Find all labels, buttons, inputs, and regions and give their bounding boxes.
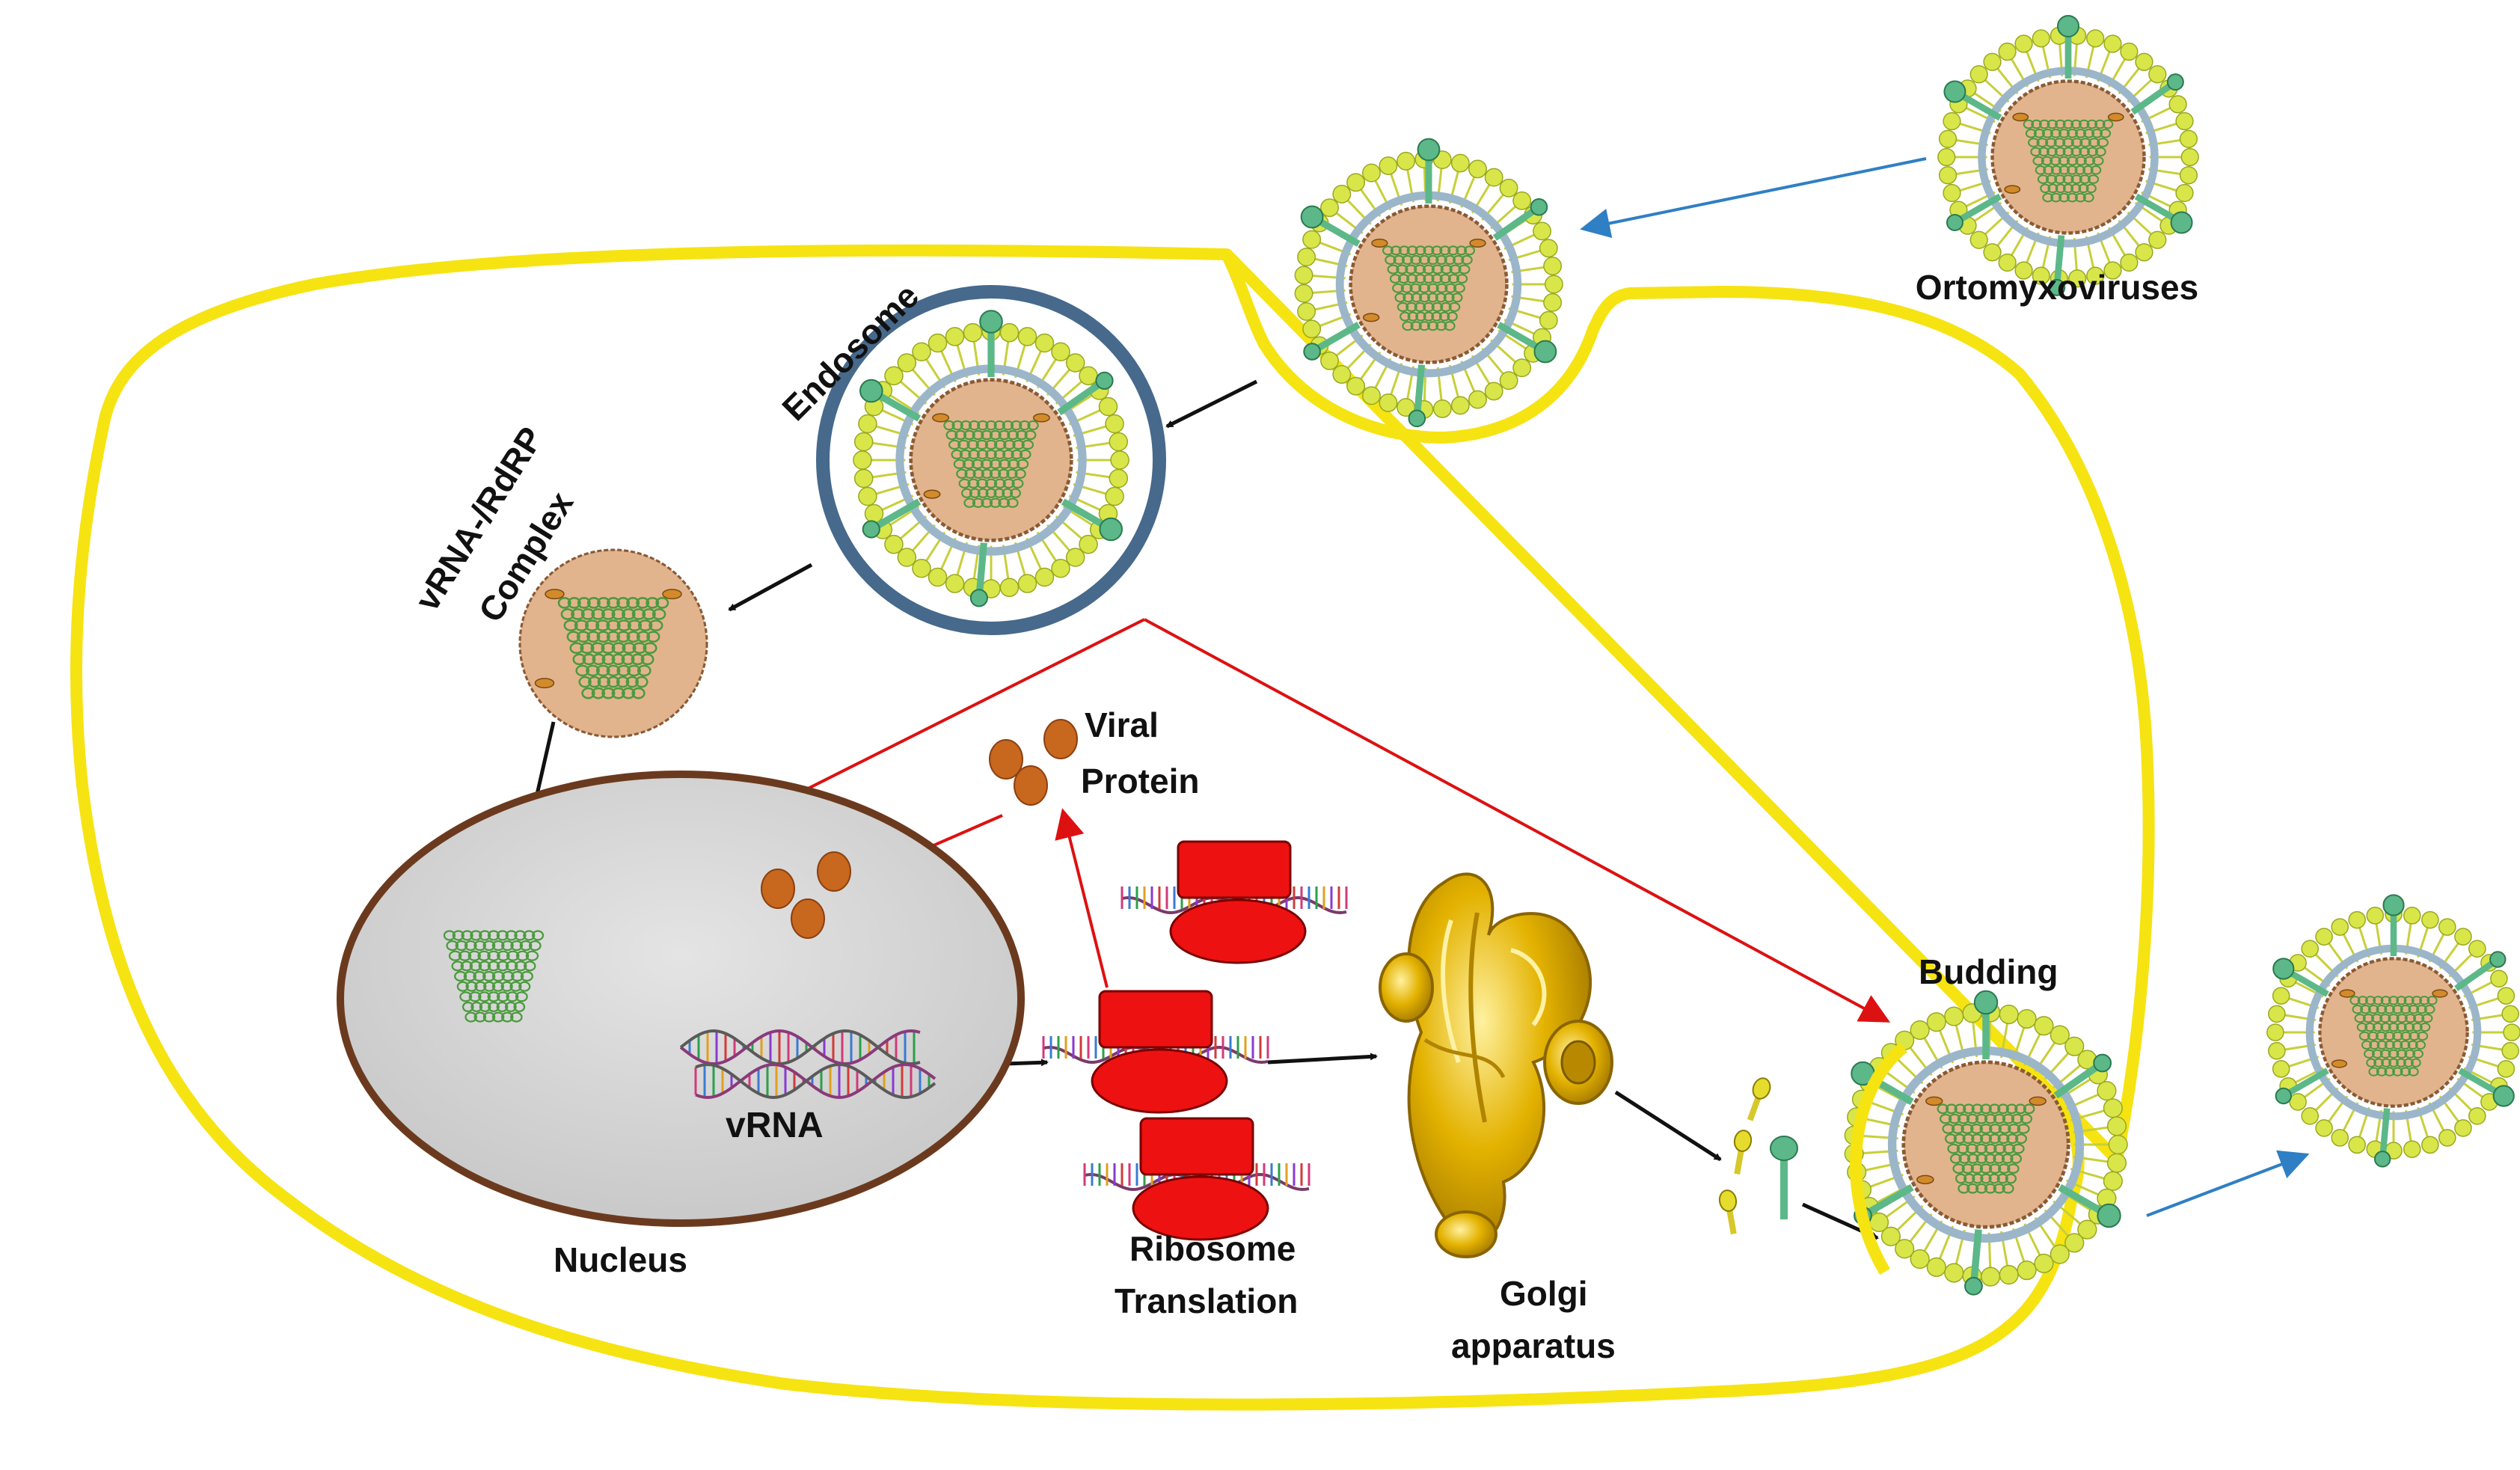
virion-entering [1294,138,1563,428]
arrow-ribosome-to-golgi [1267,1053,1378,1065]
label-viral: Viral [1085,705,1159,744]
viral-proteins-cytoplasm [989,719,1078,806]
virion-budding [1844,990,2128,1296]
budding-membrane [1850,1042,1908,1275]
glycoprotein-na-icon [1770,1136,1798,1219]
rnp-in-nucleus [443,930,545,1023]
arrows-blue [1580,157,2310,1217]
arrow-endosome-to-complex [728,563,813,612]
label-budding: Budding [1919,952,2058,991]
ribosome-icon [1120,840,1348,964]
arrow-virion-to-endosome [1165,379,1258,429]
arrow-endosome-to-budding [1144,618,1891,1023]
arrow-golgi-to-proteins [1614,1090,1722,1162]
label-golgi: Golgi [1500,1274,1588,1313]
glycoproteins [1718,1077,1798,1235]
viral-protein-dot [817,851,851,892]
virion-ortomyxovirus [1937,15,2199,296]
vrna-helix [679,1029,936,1100]
virion-in-endosome [853,310,1129,607]
nucleus [337,771,1025,1227]
viral-proteins-nucleus [761,851,851,939]
arrow-released-virion [2146,1150,2310,1217]
ribosome-icon [1083,1117,1310,1241]
arrow-ribosome-to-protein [1055,808,1109,988]
label-apparatus: apparatus [1451,1326,1616,1365]
label-ribosome: Ribosome [1129,1229,1296,1268]
cell-membrane [70,244,2155,1411]
glycoprotein-ha-icon [1718,1189,1738,1235]
golgi-apparatus-icon [1379,872,1613,1258]
virion-released [2266,894,2520,1168]
viral-protein-dot [1043,719,1078,759]
label-vrna: vRNA [726,1106,824,1145]
label-protein: Protein [1081,762,1199,800]
label-translation: Translation [1115,1281,1298,1320]
viral-protein-dot [1014,765,1048,806]
label-nucleus: Nucleus [554,1240,687,1279]
ribosome-icon [1042,990,1269,1114]
arrow-incoming-virion [1580,157,1927,239]
glycoprotein-ha-icon [1747,1077,1771,1121]
vrna-rdrp-complex [518,548,708,738]
glycoprotein-ha-icon [1733,1130,1753,1175]
label-ortomyxoviruses: Ortomyxoviruses [1916,268,2198,307]
viral-protein-dot [791,898,825,939]
viral-protein-dot [989,739,1023,780]
viral-protein-dot [761,869,795,909]
